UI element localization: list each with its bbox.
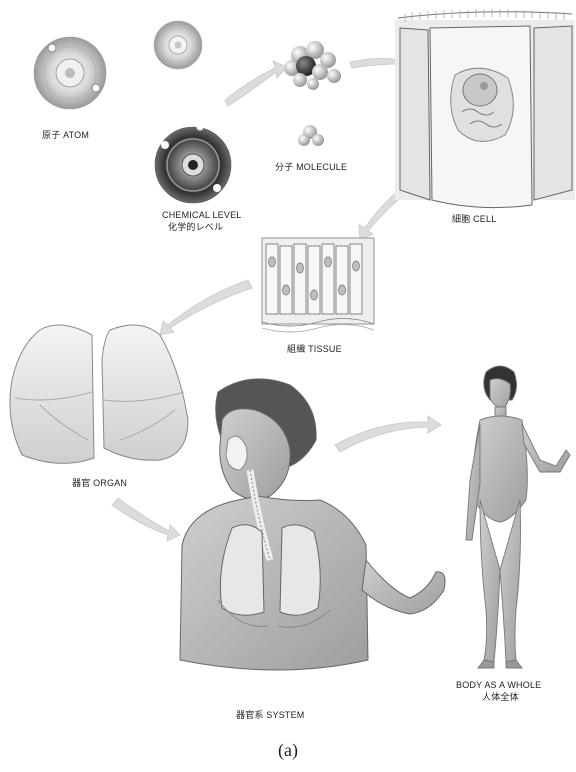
organ-lungs-diagram — [10, 325, 188, 463]
arm — [362, 560, 445, 614]
label-cell: 細胞 CELL — [452, 214, 496, 225]
left-lung — [10, 325, 94, 463]
atom-diagram-dark — [155, 124, 231, 204]
label-chemical-level-ja: 化学的レベル — [168, 222, 223, 233]
right-lung — [102, 325, 188, 460]
label-molecule: 分子 MOLECULE — [275, 162, 347, 173]
label-body-ja: 人体全体 — [482, 692, 519, 703]
label-atom: 原子 ATOM — [42, 130, 89, 141]
arrow-atom-to-molecule — [225, 61, 287, 106]
arrow-organ-to-system — [112, 498, 180, 541]
label-body-en: BODY AS A WHOLE — [456, 680, 541, 691]
label-tissue: 組織 TISSUE — [287, 344, 342, 355]
tissue-diagram — [262, 238, 374, 332]
label-system: 器官系 SYSTEM — [236, 710, 305, 721]
molecule-cluster — [284, 41, 341, 90]
arrow-tissue-to-organ — [160, 280, 252, 335]
system-lung-right — [280, 525, 320, 615]
molecule-small — [298, 125, 324, 146]
label-organ: 器官 ORGAN — [72, 478, 127, 489]
cell-nucleus — [463, 74, 497, 106]
whole-body-figure — [466, 366, 570, 668]
atom-diagram-small — [154, 21, 202, 69]
atom-diagram-large — [34, 37, 106, 109]
label-chemical-level-en: CHEMICAL LEVEL — [162, 210, 242, 221]
arrow-system-to-body — [335, 416, 441, 452]
cell-diagram — [395, 9, 575, 208]
shoulders-torso — [180, 496, 368, 670]
figure-caption: (a) — [0, 740, 576, 761]
